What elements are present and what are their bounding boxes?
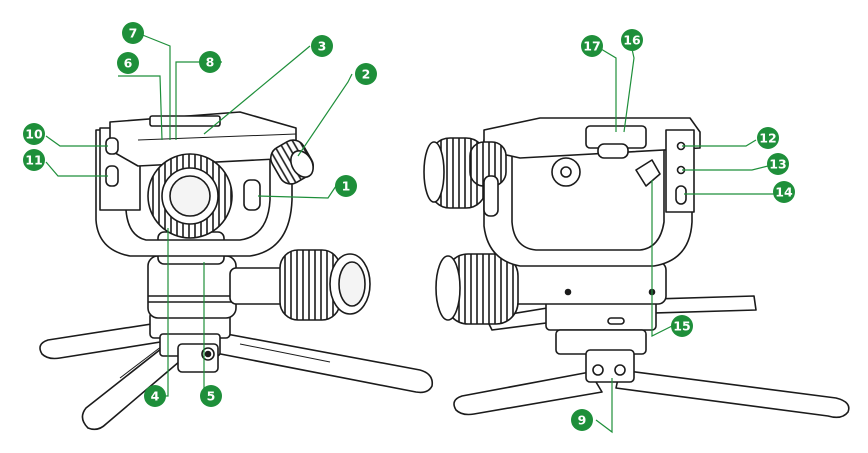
callout-badge-8: 8 [199, 51, 221, 73]
callout-number: 2 [362, 67, 371, 82]
callout-number: 1 [342, 179, 351, 194]
callout-badge-9: 9 [571, 409, 593, 431]
left-tripod-head [40, 112, 432, 429]
callout-number: 11 [25, 153, 42, 168]
right-clamp-plate [484, 118, 700, 212]
callout-badge-3: 3 [311, 35, 333, 57]
callout-number: 13 [769, 157, 786, 172]
callout-number: 14 [775, 185, 793, 200]
right-u-bracket [484, 140, 692, 266]
callout-number: 17 [583, 39, 600, 54]
callout-badge-13: 13 [767, 153, 789, 175]
right-tilt-knob [424, 138, 506, 216]
callout-badge-1: 1 [335, 175, 357, 197]
left-tripod-legs [40, 318, 432, 429]
callout-badge-6: 6 [117, 52, 139, 74]
left-release-lever [244, 180, 260, 210]
right-base-mount [546, 300, 656, 382]
callout-badge-11: 11 [23, 149, 45, 171]
callout-badge-12: 12 [757, 127, 779, 149]
left-pan-handle [230, 250, 370, 320]
callout-number: 8 [206, 55, 215, 70]
callout-badge-15: 15 [671, 315, 693, 337]
callout-number: 9 [578, 413, 587, 428]
callout-badge-17: 17 [581, 35, 603, 57]
callout-number: 6 [124, 56, 133, 71]
callout-badge-16: 16 [621, 29, 643, 51]
callout-badge-2: 2 [355, 63, 377, 85]
callout-number: 7 [129, 26, 138, 41]
callout-number: 10 [25, 127, 43, 142]
callout-badge-5: 5 [200, 385, 222, 407]
callout-number: 3 [318, 39, 327, 54]
callout-badge-10: 10 [23, 123, 45, 145]
callout-number: 15 [673, 319, 690, 334]
right-release-lever [636, 160, 660, 186]
callout-number: 16 [623, 33, 641, 48]
callout-badge-14: 14 [773, 181, 795, 203]
callout-number: 4 [151, 389, 160, 404]
callout-number: 12 [759, 131, 776, 146]
right-pan-knob [436, 254, 518, 324]
left-rotation-ring [148, 256, 236, 318]
left-tilt-knob [148, 154, 232, 238]
callout-number: 5 [207, 389, 216, 404]
callout-badge-4: 4 [144, 385, 166, 407]
callout-badge-7: 7 [122, 22, 144, 44]
